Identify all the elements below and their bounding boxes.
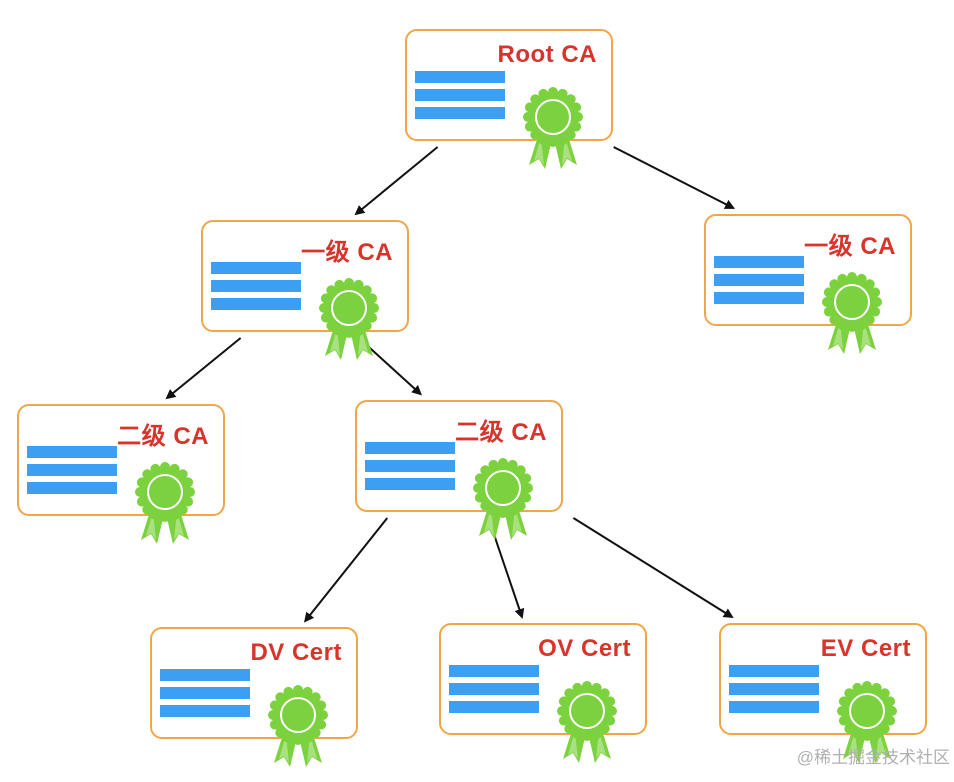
node-title: EV Cert [820, 635, 911, 662]
node-title: OV Cert [538, 635, 631, 662]
text-lines [160, 669, 250, 723]
award-ribbon-icon [473, 458, 533, 542]
ev-cert-node: EV Cert [719, 623, 927, 763]
level1-ca-left-node: 一级 CA [201, 220, 409, 360]
node-title: DV Cert [250, 639, 342, 666]
node-title: 一级 CA [804, 233, 896, 260]
edge-level1-ca-left-to-level2-ca-left [165, 337, 242, 400]
text-lines [449, 665, 539, 719]
award-ribbon-icon [135, 462, 195, 546]
node-title: 一级 CA [301, 239, 393, 266]
text-lines [714, 256, 804, 310]
level1-ca-right-node: 一级 CA [704, 214, 912, 354]
root-ca-node: Root CA [405, 29, 613, 169]
node-title: 二级 CA [455, 419, 547, 446]
edge-level2-ca-right-to-dv-cert [304, 517, 389, 623]
text-lines [365, 442, 455, 496]
award-ribbon-icon [523, 87, 583, 171]
text-lines [415, 71, 505, 125]
level2-ca-left-node: 二级 CA [17, 404, 225, 544]
award-ribbon-icon [557, 681, 617, 765]
level2-ca-right-node: 二级 CA [355, 400, 563, 540]
edge-level2-ca-right-to-ev-cert [572, 517, 734, 619]
text-lines [27, 446, 117, 500]
award-ribbon-icon [822, 272, 882, 356]
edge-root-ca-to-level1-ca-right [613, 146, 736, 209]
node-title: Root CA [497, 41, 597, 68]
ov-cert-node: OV Cert [439, 623, 647, 763]
award-ribbon-icon [319, 278, 379, 362]
text-lines [729, 665, 819, 719]
text-lines [211, 262, 301, 316]
node-title: 二级 CA [117, 423, 209, 450]
edge-root-ca-to-level1-ca-left [354, 146, 439, 216]
watermark: @稀土掘金技术社区 [796, 748, 950, 767]
award-ribbon-icon [268, 685, 328, 769]
award-ribbon-icon [837, 681, 897, 765]
dv-cert-node: DV Cert [150, 627, 358, 767]
